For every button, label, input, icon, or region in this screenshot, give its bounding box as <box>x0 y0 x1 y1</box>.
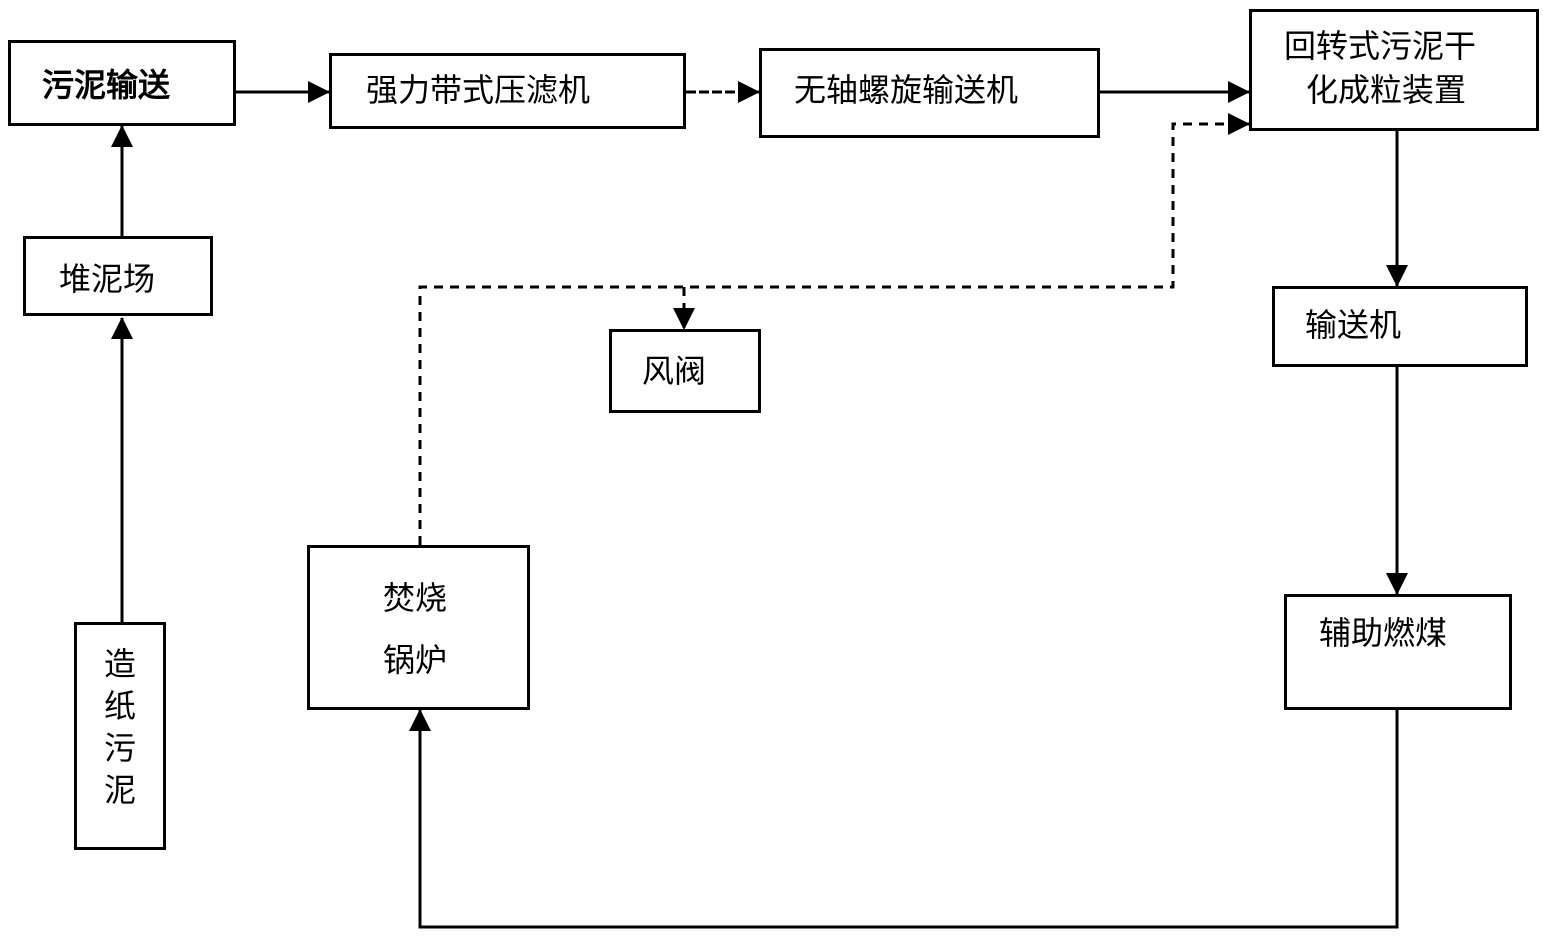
sludge-yard-label: 堆泥场 <box>59 260 156 298</box>
dashed-boiler-to-dryer <box>418 113 1250 545</box>
boiler-label-line2: 锅炉 <box>383 641 448 679</box>
sludge-transport-label: 污泥输送 <box>42 66 171 104</box>
sludge-transport-box: 污泥输送 <box>8 40 236 126</box>
boiler-box: 焚烧 锅炉 <box>307 545 530 710</box>
arrow-coal-to-boiler <box>409 709 1399 929</box>
rotary-dryer-box: 回转式污泥干 化成粒装置 <box>1249 9 1539 131</box>
damper-box: 风阀 <box>609 329 761 413</box>
shaftless-conveyor-box: 无轴螺旋输送机 <box>759 48 1100 138</box>
shaftless-conveyor-label: 无轴螺旋输送机 <box>794 71 1019 109</box>
boiler-label-line1: 焚烧 <box>383 579 448 617</box>
aux-coal-box: 辅助燃煤 <box>1284 594 1512 710</box>
filter-press-label: 强力带式压滤机 <box>366 71 591 109</box>
aux-coal-label: 辅助燃煤 <box>1319 614 1448 652</box>
sludge-yard-box: 堆泥场 <box>23 236 213 316</box>
conveyor-box: 输送机 <box>1272 286 1528 367</box>
rotary-dryer-label-line2: 化成粒装置 <box>1306 71 1467 109</box>
paper-sludge-box: 造纸污泥 <box>74 622 166 850</box>
conveyor-label: 输送机 <box>1305 306 1402 344</box>
filter-press-box: 强力带式压滤机 <box>329 53 686 129</box>
rotary-dryer-label-line1: 回转式污泥干 <box>1284 27 1477 65</box>
paper-sludge-label: 造纸污泥 <box>103 645 136 809</box>
damper-label: 风阀 <box>642 352 707 390</box>
